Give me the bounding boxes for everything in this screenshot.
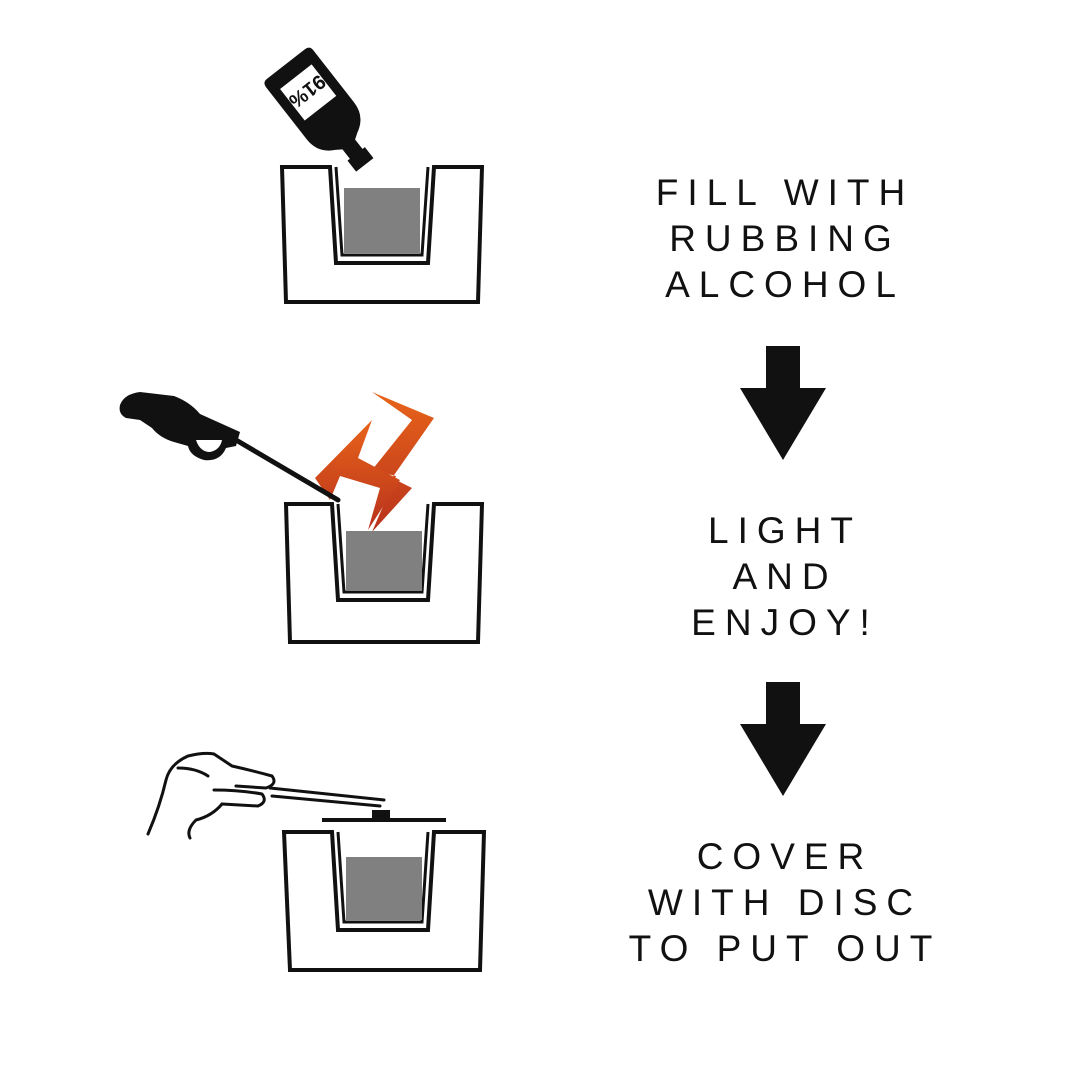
instruction-line: COVER — [696, 836, 874, 877]
instruction-line: WITH DISC — [647, 882, 923, 923]
step-1-illustration: 91% — [264, 47, 485, 304]
arrow-down-icon-1 — [740, 346, 826, 460]
flame-icon — [315, 392, 434, 532]
alcohol-bottle-icon: 91% — [264, 47, 374, 172]
fuel-level — [344, 188, 420, 253]
hand-with-disc-icon — [146, 751, 386, 840]
arrow-down-icon-2 — [740, 682, 826, 796]
step-2-instruction: LIGHT AND ENJOY! — [600, 508, 970, 646]
instruction-line: ALCOHOL — [665, 264, 905, 305]
step-2-illustration — [119, 392, 485, 644]
burner-3 — [281, 830, 487, 972]
burner-2 — [283, 502, 485, 644]
fuel-level — [346, 531, 422, 591]
instruction-line: FILL WITH — [655, 172, 915, 213]
fuel-level — [346, 857, 422, 920]
instruction-line: AND — [732, 556, 838, 597]
instruction-line: LIGHT — [708, 510, 862, 551]
instruction-line: RUBBING — [669, 218, 901, 259]
lighter-icon — [119, 392, 341, 503]
instruction-line: TO PUT OUT — [628, 928, 942, 969]
step-3-instruction: COVER WITH DISC TO PUT OUT — [600, 834, 970, 972]
step-1-instruction: FILL WITH RUBBING ALCOHOL — [600, 170, 970, 308]
burner-1 — [279, 165, 485, 304]
snuffer-disc — [322, 810, 446, 822]
instruction-line: ENJOY! — [691, 602, 879, 643]
step-3-illustration — [146, 751, 487, 972]
